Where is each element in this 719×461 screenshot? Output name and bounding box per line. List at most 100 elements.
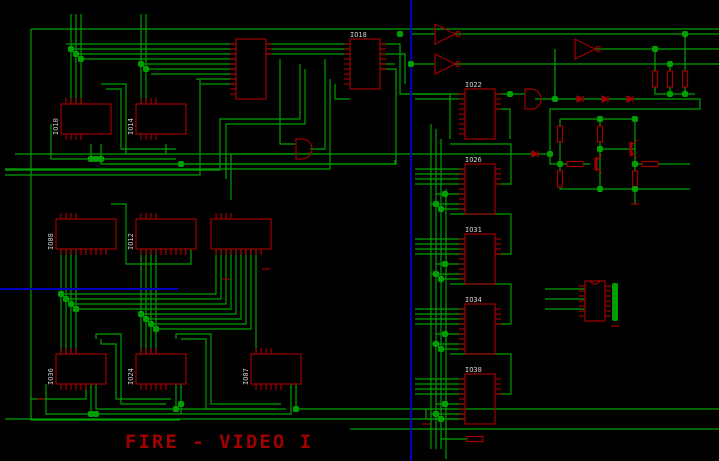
wire[interactable] [95,384,276,410]
junction-dot [173,406,179,412]
diode[interactable] [576,95,585,103]
chip-label: IO18 [350,31,367,39]
wire[interactable] [295,384,719,410]
wire[interactable] [230,153,295,200]
transistor[interactable] [629,139,638,159]
wire[interactable] [181,338,286,410]
junction-dot [78,56,84,62]
ic-chip[interactable] [210,213,272,255]
resistor[interactable] [566,160,584,168]
junction-dot [667,61,673,67]
resistor[interactable] [556,125,564,143]
ic-chip[interactable] [60,98,112,140]
junction-dot [632,116,638,122]
wire[interactable] [175,333,281,405]
wire[interactable] [5,64,301,171]
wire[interactable] [30,29,180,421]
wire[interactable] [76,249,232,310]
junction-dot [408,61,414,67]
ic-chip[interactable] [135,213,197,255]
wire[interactable] [654,49,695,95]
ic-chip[interactable] [230,38,272,100]
wire[interactable] [95,333,166,405]
wire[interactable] [535,98,701,165]
wire[interactable] [50,124,176,160]
junction-dot [433,341,439,347]
ic-chip[interactable] [55,348,107,390]
junction-dot [442,401,448,407]
wire[interactable] [5,79,201,176]
inverter-gate[interactable] [434,53,462,75]
resistor[interactable] [651,70,659,88]
wire[interactable] [31,384,87,400]
resistor[interactable] [666,70,674,88]
transistor[interactable] [594,154,603,174]
wire[interactable] [279,59,295,145]
wire[interactable] [45,384,292,415]
chip-label: IO22 [465,81,482,89]
diode[interactable] [626,95,635,103]
wire[interactable] [156,249,252,330]
junction-dot [438,416,444,422]
junction-dot [73,306,79,312]
ic-chip[interactable] [55,213,117,255]
junction-dot [682,31,688,37]
sheet-title: FIRE - VIDEO I [125,431,314,453]
wire[interactable] [380,68,397,165]
bus-lines [0,0,412,461]
resistor[interactable] [681,70,689,88]
diode[interactable] [601,95,610,103]
ic-chip[interactable] [459,303,501,355]
ic-chip[interactable] [459,373,501,425]
wire[interactable] [106,88,176,150]
wire[interactable] [225,69,306,179]
inverter-gate[interactable] [434,23,462,45]
wire[interactable] [141,249,237,315]
wire[interactable] [450,143,512,185]
junction-dot [507,91,513,97]
chip-label: IO36 [47,368,55,385]
resistor[interactable] [466,435,484,443]
wire[interactable] [380,53,406,84]
junction-dot [632,186,638,192]
resistor[interactable] [556,170,564,188]
wire[interactable] [495,108,511,139]
junction-dot [438,346,444,352]
resistor[interactable] [596,125,604,143]
chip-body [464,303,496,355]
wire[interactable] [100,339,171,400]
and-gate[interactable] [295,138,313,160]
ic-chip[interactable] [579,280,611,322]
resistor[interactable] [631,170,639,188]
ic-chip[interactable] [459,233,501,285]
ic-chip[interactable] [135,98,187,140]
junction-dot [93,156,99,162]
ic-chip[interactable] [250,348,302,390]
junction-dot [153,326,159,332]
resistor[interactable] [641,160,659,168]
ic-chip[interactable] [459,163,501,215]
junction-dot [148,321,154,327]
wire[interactable] [111,203,192,265]
junction-dot [442,331,448,337]
wire[interactable] [310,59,326,150]
junction-dot [178,401,184,407]
wire[interactable] [5,79,331,170]
wire[interactable] [151,249,247,325]
wire[interactable] [146,249,242,320]
ic-chip[interactable] [135,348,187,390]
wire[interactable] [71,249,227,305]
and-gate[interactable] [524,88,542,110]
inverter-gate[interactable] [574,38,602,60]
ic-chip[interactable] [459,88,501,140]
wire[interactable] [334,84,350,100]
diode[interactable] [531,150,540,158]
wire[interactable] [66,249,222,300]
junction-dot [652,46,658,52]
wire[interactable] [61,249,217,295]
ic-chip[interactable] [344,38,386,90]
wire[interactable] [106,160,396,165]
chip-label: IO38 [465,366,482,374]
